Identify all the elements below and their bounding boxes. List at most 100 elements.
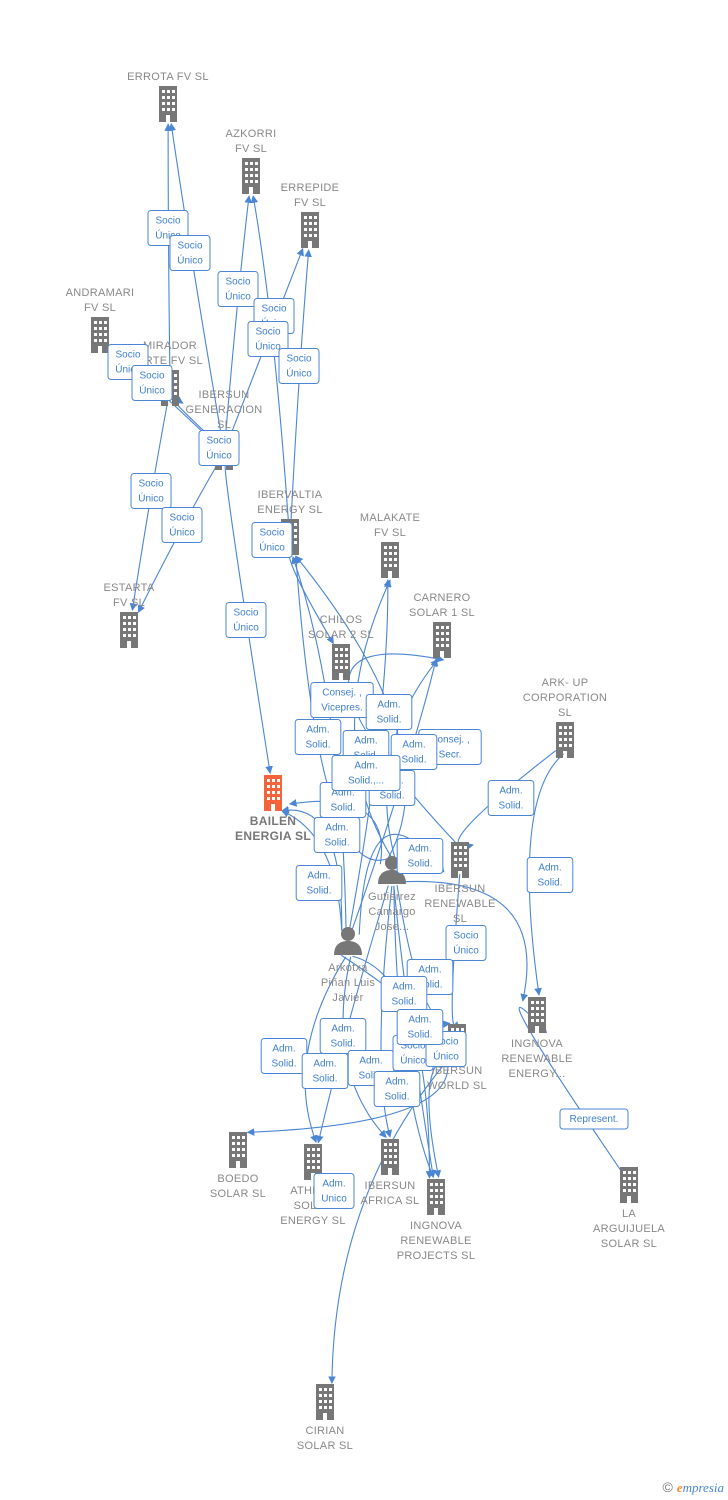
edge-label[interactable]: Adm.Solid. xyxy=(380,976,428,1012)
node-ibersun-africa[interactable]: IBERSUN AFRICA SL xyxy=(361,1139,420,1207)
edge-label-text: Adm. xyxy=(377,700,400,711)
edge-label[interactable]: Adm.Solid. xyxy=(319,782,367,818)
building-icon xyxy=(301,212,319,248)
edge-label-text: Consej. , xyxy=(430,735,469,746)
edge-label[interactable]: Adm.Solid. xyxy=(301,1053,349,1089)
node-label: Jose... xyxy=(375,921,410,933)
node-label: SOLAR SL xyxy=(297,1440,353,1452)
edge-label-text: Socio xyxy=(453,931,478,942)
building-icon xyxy=(427,1179,445,1215)
edge-gutierrez-to-ibersun-africa[interactable] xyxy=(380,885,393,1138)
edge-ibersun-world-to-cirian[interactable] xyxy=(328,1054,453,1384)
node-label: RENEWABLE xyxy=(400,1235,471,1247)
edge-label[interactable]: Adm.Solid. xyxy=(396,1009,444,1045)
node-label: MALAKATE xyxy=(360,512,420,524)
node-gutierrez[interactable]: GutierrezCamargoJose... xyxy=(368,856,416,933)
node-ingnova-energy[interactable]: INGNOVARENEWABLEENERGY... xyxy=(501,997,572,1080)
node-errota[interactable]: ERROTA FV SL xyxy=(127,71,209,122)
node-label: ENERGY SL xyxy=(257,504,322,516)
edge-label[interactable]: Adm.Solid. xyxy=(373,1071,421,1107)
edge-label-text: Único xyxy=(453,944,479,957)
node-label: FV SL xyxy=(294,197,326,209)
edge-label[interactable]: Adm.Solid. xyxy=(487,780,535,816)
node-label: IBERSUN xyxy=(199,389,250,401)
edge-label-text: Único xyxy=(433,1050,459,1063)
edge-arkotxa-to-athena[interactable] xyxy=(304,956,347,1143)
edge-ibersun-gen-to-bailen[interactable] xyxy=(224,464,273,774)
edge-label[interactable]: Adm.Solid. xyxy=(319,1018,367,1054)
edge-label-text: Socio xyxy=(177,241,202,252)
node-label: ARK- UP xyxy=(542,677,589,689)
edge-gutierrez-to-malakate[interactable] xyxy=(353,579,393,859)
edge-label-text: Adm. xyxy=(354,761,377,772)
brand-first-letter: e xyxy=(676,1480,683,1495)
edge-arkup-to-ingnova-energy[interactable] xyxy=(528,753,564,996)
edge-label[interactable]: Adm.Solid. xyxy=(365,694,413,730)
edge-ibervaltia-to-errepide[interactable] xyxy=(290,249,312,524)
edge-label[interactable]: Consej. ,Vicepres. xyxy=(310,682,374,718)
edge-label[interactable]: Represent. xyxy=(559,1108,629,1130)
edge-label-text: Solid. xyxy=(407,859,432,870)
edge-label[interactable]: Adm.Solid. xyxy=(295,865,343,901)
node-label: BAILEN xyxy=(250,814,296,828)
edge-label-text: Socio xyxy=(115,350,140,361)
node-label: AFRICA SL xyxy=(361,1195,420,1207)
edge-label[interactable]: Adm.Solid. xyxy=(260,1038,308,1074)
edge-label[interactable]: Adm. Solid. xyxy=(294,719,342,755)
edge-label[interactable]: Adm.Solid. xyxy=(526,857,574,893)
edge-label-text: Socio xyxy=(138,479,163,490)
edge-label-text: Único xyxy=(169,526,195,539)
edge-label-text: Socio xyxy=(400,1041,425,1052)
building-icon xyxy=(264,775,282,811)
edge-label-text: Adm. xyxy=(306,725,329,736)
edge-label-text: Adm. xyxy=(313,1059,336,1070)
edge-label[interactable]: Adm.Solid. xyxy=(390,734,438,770)
edge-label-text: Adm. xyxy=(538,863,561,874)
node-label: IBERSUN xyxy=(365,1180,416,1192)
person-icon xyxy=(334,927,362,955)
node-label: ENERGY SL xyxy=(280,1215,345,1227)
edge-label[interactable]: Adm.Solid. xyxy=(313,817,361,853)
edge-gutierrez-to-ingnova-energy[interactable] xyxy=(401,880,528,1002)
edge-label-text: Solid. xyxy=(305,740,330,751)
building-icon xyxy=(381,542,399,578)
edge-label[interactable]: Adm.Unico xyxy=(313,1173,355,1209)
edge-label-text: Socio xyxy=(259,528,284,539)
empresia-logo[interactable]: ©empresia xyxy=(662,1479,724,1496)
edge-label[interactable]: Adm.Solid. xyxy=(396,838,444,874)
edge-label-text: Consej. , xyxy=(322,688,361,699)
edge-label[interactable]: Adm.Solid.,... xyxy=(331,755,401,791)
edge-ibersun-gen-to-azkorri[interactable] xyxy=(224,195,253,439)
